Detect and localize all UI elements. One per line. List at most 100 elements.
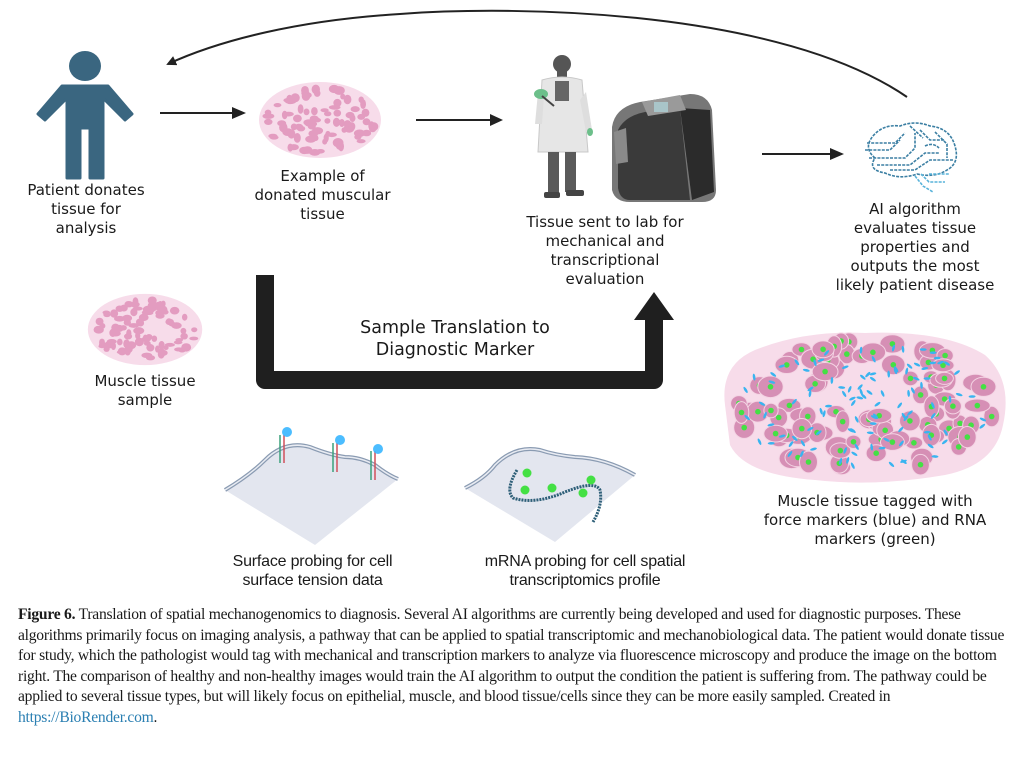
force-marker <box>743 386 748 393</box>
force-marker <box>900 459 907 463</box>
muscle-fiber <box>283 97 296 103</box>
muscle-fiber <box>146 344 155 352</box>
force-marker <box>979 417 987 422</box>
person-icon <box>36 51 134 180</box>
force-marker <box>787 451 793 457</box>
force-marker <box>825 404 832 408</box>
force-marker <box>943 429 948 436</box>
force-marker <box>851 400 856 406</box>
muscle-fiber <box>136 319 145 327</box>
rna-marker <box>820 346 826 353</box>
force-marker <box>923 430 931 434</box>
rna-marker <box>772 430 779 437</box>
force-marker <box>887 370 891 378</box>
scientist-and-microscope-icon <box>534 55 716 202</box>
force-marker <box>822 410 826 418</box>
muscle-fiber <box>117 338 123 346</box>
muscle-fiber <box>162 309 169 315</box>
rna-marker <box>767 384 774 390</box>
muscle-fiber <box>134 337 144 347</box>
muscle-fiber <box>114 315 126 322</box>
muscle-fiber <box>301 86 309 95</box>
force-marker <box>854 443 859 450</box>
figure-number: Figure 6. <box>18 606 76 623</box>
muscle-fiber <box>293 114 302 123</box>
muscle-fiber <box>155 310 162 316</box>
force-marker <box>929 351 937 355</box>
translation-label: Sample Translation to Diagnostic Marker <box>360 318 550 360</box>
force-marker <box>851 451 858 456</box>
example-tissue-label: Example of donated muscular tissue <box>254 167 391 223</box>
force-marker <box>897 402 903 409</box>
force-marker <box>927 434 932 441</box>
force-marker <box>770 372 777 377</box>
force-marker <box>849 396 856 401</box>
rna-marker <box>822 368 828 375</box>
force-marker <box>913 376 920 381</box>
force-marker <box>860 374 866 380</box>
biorender-link[interactable]: https://BioRender.com <box>18 708 154 726</box>
force-marker <box>810 447 817 451</box>
muscle-fiber <box>126 329 132 338</box>
force-marker <box>767 441 775 445</box>
force-marker <box>866 390 873 395</box>
force-marker <box>758 401 766 406</box>
translation-arrow <box>256 275 674 389</box>
muscle-fiber <box>325 130 331 137</box>
force-marker <box>757 438 762 445</box>
muscle-fiber <box>316 149 325 154</box>
muscle-fiber <box>163 345 169 351</box>
muscle-fiber <box>147 302 157 309</box>
force-marker <box>869 422 877 425</box>
example-tissue-icon <box>259 82 381 158</box>
force-marker <box>872 413 879 419</box>
rna-marker <box>805 413 811 420</box>
force-marker <box>865 371 871 378</box>
muscle-fiber <box>143 340 151 346</box>
ai-label: AI algorithm evaluates tissue properties… <box>835 200 995 294</box>
force-marker <box>888 461 895 468</box>
force-marker <box>850 428 856 434</box>
force-marker <box>901 345 905 353</box>
rna-marker <box>917 461 924 468</box>
rna-marker <box>950 403 956 409</box>
muscle-fiber <box>119 325 127 331</box>
force-marker <box>767 423 775 427</box>
muscle-fiber <box>154 301 165 309</box>
muscle-fiber <box>349 114 356 122</box>
rna-marker <box>870 349 876 356</box>
diagram: Patient donates tissue for analysis Exam… <box>27 9 1006 589</box>
ai-brain-icon <box>865 122 958 193</box>
force-marker <box>941 439 948 445</box>
force-marker <box>778 434 786 438</box>
caption-end: . <box>153 708 158 726</box>
muscle-fiber <box>309 133 318 141</box>
rna-marker <box>882 427 888 434</box>
rna-marker <box>755 408 761 415</box>
force-marker <box>870 443 874 451</box>
force-marker <box>744 415 750 421</box>
force-marker <box>874 401 881 407</box>
force-marker <box>866 431 874 435</box>
rna-marker <box>837 447 844 454</box>
muscle-fiber <box>360 99 366 109</box>
force-marker <box>861 393 867 399</box>
muscle-fiber <box>158 349 168 356</box>
muscle-fiber <box>151 335 158 342</box>
muscle-fiber <box>128 323 140 328</box>
muscle-fiber <box>180 327 187 335</box>
force-marker <box>910 387 915 394</box>
muscle-fiber <box>328 84 340 94</box>
force-marker <box>800 440 806 447</box>
rna-marker <box>907 375 914 382</box>
force-marker <box>857 384 863 390</box>
caption-text: Translation of spatial mechanogenomics t… <box>18 606 1005 705</box>
rna-marker <box>844 351 850 357</box>
rna-marker <box>974 402 981 409</box>
muscle-fiber <box>166 318 172 324</box>
force-marker <box>921 367 929 370</box>
force-marker <box>839 457 843 465</box>
sample-tissue-icon <box>87 293 203 366</box>
muscle-fiber <box>126 341 137 350</box>
rna-marker <box>839 418 846 425</box>
